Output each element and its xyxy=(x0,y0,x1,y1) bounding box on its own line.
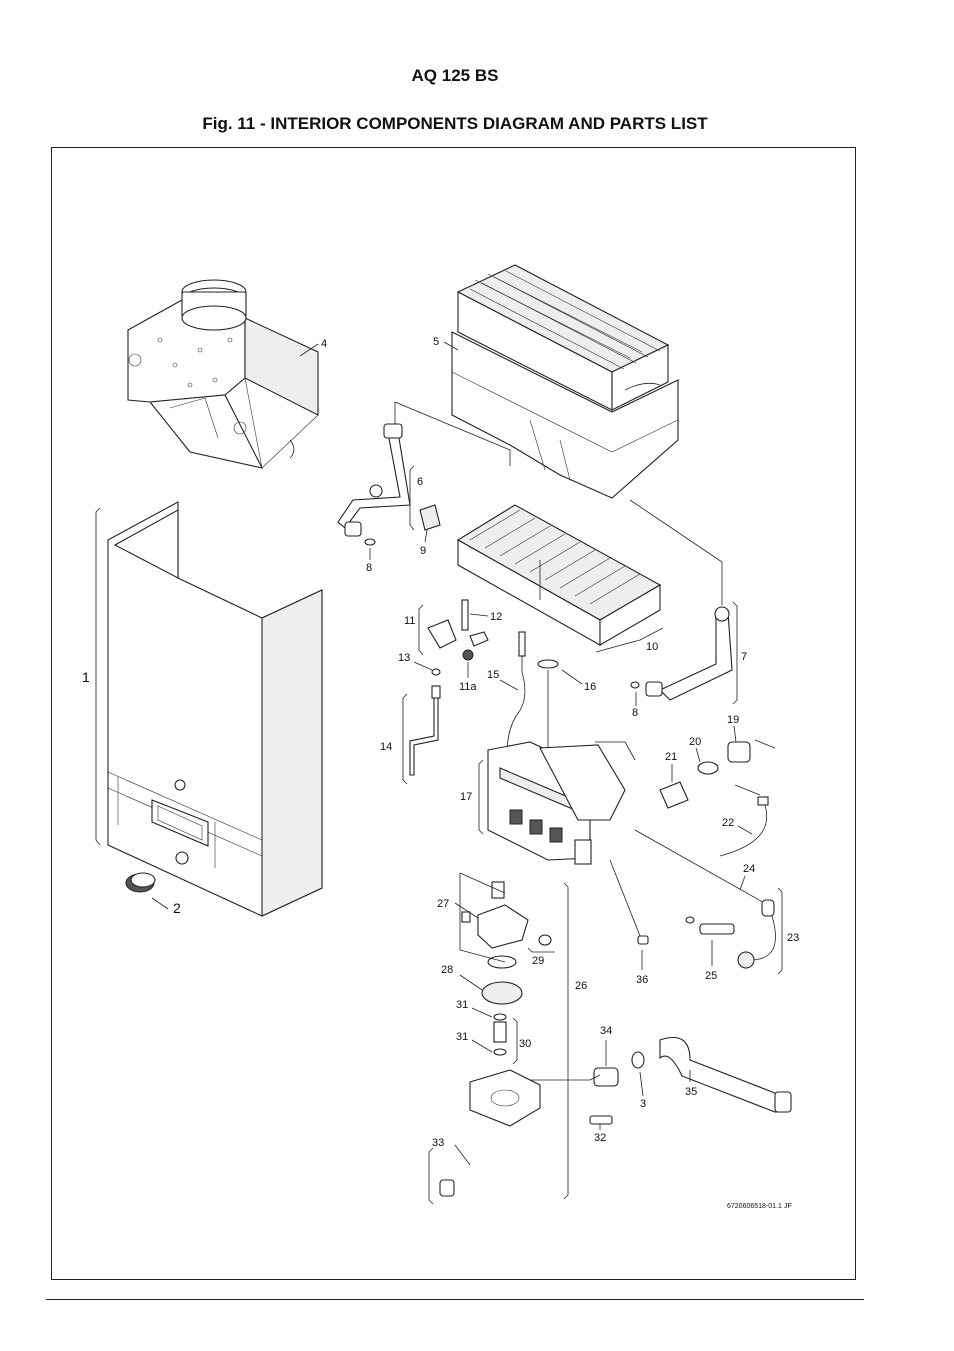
callout-28: 28 xyxy=(441,964,453,976)
callout-24: 24 xyxy=(743,863,755,875)
callout-21: 21 xyxy=(665,751,677,763)
pilot-tube-part xyxy=(402,685,441,785)
callout-2: 2 xyxy=(173,900,181,916)
screw-part xyxy=(609,859,649,945)
return-pipe-part xyxy=(629,499,733,701)
callout-8-right: 8 xyxy=(632,707,638,719)
document-title: AQ 125 BS xyxy=(411,66,499,85)
callout-22: 22 xyxy=(722,817,734,829)
electrode-parts xyxy=(634,829,783,975)
callout-12: 12 xyxy=(490,611,502,623)
gas-valve-part xyxy=(478,741,636,865)
callout-8-left: 8 xyxy=(366,562,372,574)
callout-17: 17 xyxy=(460,791,472,803)
pilot-assembly-part xyxy=(418,599,489,676)
figure-title: Fig. 11 - INTERIOR COMPONENTS DIAGRAM AN… xyxy=(202,114,708,133)
callout-6: 6 xyxy=(417,476,423,488)
callout-26: 26 xyxy=(575,980,587,992)
callout-1: 1 xyxy=(82,669,90,685)
gas-inlet-parts xyxy=(659,739,776,857)
flue-hood-part xyxy=(127,279,319,469)
callout-31-bottom: 31 xyxy=(456,1031,468,1043)
callout-30: 30 xyxy=(519,1038,531,1050)
callout-5: 5 xyxy=(433,336,439,348)
callout-19: 19 xyxy=(727,714,739,726)
callout-15: 15 xyxy=(487,669,499,681)
diagram-frame xyxy=(51,147,856,1280)
callout-4: 4 xyxy=(321,338,327,350)
water-section-parts xyxy=(428,872,613,1205)
footer-rule xyxy=(46,1299,864,1300)
water-hose-parts xyxy=(530,1036,792,1113)
callout-9: 9 xyxy=(420,545,426,557)
callout-34: 34 xyxy=(600,1025,612,1037)
callout-3: 3 xyxy=(640,1098,646,1110)
callout-13: 13 xyxy=(398,652,410,664)
heat-exchanger-part xyxy=(451,264,679,499)
callout-10: 10 xyxy=(646,641,658,653)
callout-35: 35 xyxy=(685,1086,697,1098)
callout-20: 20 xyxy=(689,736,701,748)
callout-36: 36 xyxy=(636,974,648,986)
callout-23: 23 xyxy=(787,932,799,944)
callout-25: 25 xyxy=(705,970,717,982)
callout-16: 16 xyxy=(584,681,596,693)
callout-29: 29 xyxy=(532,955,544,967)
knob-part xyxy=(125,851,189,893)
callout-33: 33 xyxy=(432,1137,444,1149)
casing-part xyxy=(95,501,323,917)
burner-part xyxy=(456,504,662,646)
drawing-reference: 6720606518-01.1 JF xyxy=(727,1203,792,1210)
callout-32: 32 xyxy=(594,1132,606,1144)
flow-pipe-part xyxy=(337,401,511,546)
washer-part xyxy=(537,659,559,669)
callout-7: 7 xyxy=(741,651,747,663)
callout-27: 27 xyxy=(437,898,449,910)
callout-14: 14 xyxy=(380,741,392,753)
callout-11a: 11a xyxy=(459,681,477,693)
thermocouple-part xyxy=(506,631,526,761)
callout-11: 11 xyxy=(404,615,415,627)
callout-31-top: 31 xyxy=(456,999,468,1011)
